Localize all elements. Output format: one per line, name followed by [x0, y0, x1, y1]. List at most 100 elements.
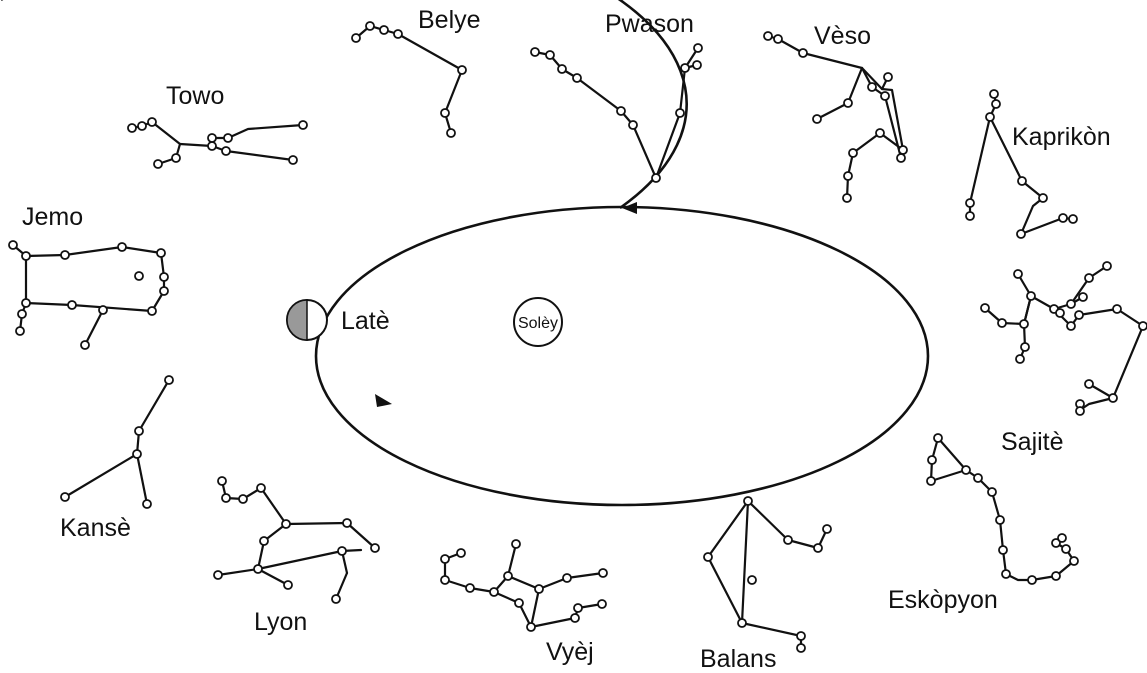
star	[207, 133, 217, 143]
star	[60, 250, 70, 260]
star	[379, 25, 389, 35]
star	[223, 133, 233, 143]
label-balans: Balans	[700, 645, 776, 673]
star	[1027, 575, 1037, 585]
star	[813, 543, 823, 553]
constellation-line	[706, 499, 829, 625]
star	[1066, 299, 1076, 309]
star	[526, 622, 536, 632]
star	[961, 465, 971, 475]
star	[997, 318, 1007, 328]
star	[456, 548, 466, 558]
constellation-veso: Vèso	[763, 22, 908, 203]
star	[440, 554, 450, 564]
star	[1038, 193, 1048, 203]
star	[1108, 393, 1118, 403]
star	[238, 494, 248, 504]
star	[597, 599, 607, 609]
star	[60, 492, 70, 502]
star	[998, 545, 1008, 555]
constellation-line	[256, 567, 290, 587]
star	[1017, 176, 1027, 186]
star	[980, 303, 990, 313]
star	[465, 583, 475, 593]
star	[692, 60, 702, 70]
star	[675, 108, 685, 118]
constellation-vyej: Vyèj	[440, 539, 608, 666]
star	[987, 487, 997, 497]
star	[117, 242, 127, 252]
label-lyon: Lyon	[254, 608, 307, 636]
star	[598, 568, 608, 578]
star	[440, 108, 450, 118]
star	[281, 519, 291, 529]
star	[562, 573, 572, 583]
constellation-pwason: Pwason	[530, 10, 703, 183]
star	[342, 518, 352, 528]
star	[883, 72, 893, 82]
star	[8, 240, 18, 250]
star	[1102, 261, 1112, 271]
star	[1015, 354, 1025, 364]
star	[573, 603, 583, 613]
star	[171, 153, 181, 163]
star	[796, 643, 806, 653]
constellation-line	[533, 50, 699, 180]
star	[747, 575, 757, 585]
label-kaprikon: Kaprikòn	[1012, 123, 1111, 151]
star	[843, 171, 853, 181]
orbit-arrow-top	[622, 202, 637, 214]
star	[737, 618, 747, 628]
constellation-line	[135, 452, 149, 506]
constellation-eskopyon: Eskòpyon	[888, 433, 1079, 614]
star	[1069, 556, 1079, 566]
star	[80, 340, 90, 350]
star	[153, 159, 163, 169]
sun-label: Solèy	[518, 315, 558, 332]
star	[991, 99, 1001, 109]
star	[1016, 229, 1026, 239]
star	[1074, 310, 1084, 320]
star	[651, 173, 661, 183]
star	[965, 211, 975, 221]
star	[796, 631, 806, 641]
star	[530, 47, 540, 57]
star	[221, 146, 231, 156]
sun: Solèy	[513, 297, 563, 347]
star	[1075, 406, 1085, 416]
star	[995, 515, 1005, 525]
star	[933, 433, 943, 443]
star	[1013, 269, 1023, 279]
constellation-line	[178, 142, 295, 162]
star	[159, 272, 169, 282]
star	[446, 128, 456, 138]
star	[842, 193, 852, 203]
star	[896, 153, 906, 163]
constellation-line	[210, 123, 305, 140]
constellation-line	[11, 243, 166, 333]
star	[1084, 379, 1094, 389]
star	[822, 524, 832, 534]
star	[973, 473, 983, 483]
star	[1058, 213, 1068, 223]
star	[256, 483, 266, 493]
star	[132, 449, 142, 459]
star	[1078, 292, 1088, 302]
star	[926, 476, 936, 486]
star	[21, 298, 31, 308]
star	[489, 587, 499, 597]
constellation-sajite: Sajitè	[980, 261, 1147, 456]
constellation-line	[443, 542, 518, 594]
constellation-jemo: Jemo	[8, 203, 169, 350]
star	[288, 155, 298, 165]
star	[253, 564, 263, 574]
star	[763, 31, 773, 41]
star	[1066, 321, 1076, 331]
label-belye: Belye	[418, 6, 481, 34]
star	[798, 48, 808, 58]
star	[1020, 342, 1030, 352]
constellation-line	[983, 272, 1033, 326]
star	[298, 120, 308, 130]
constellation-line	[529, 602, 604, 629]
star	[331, 594, 341, 604]
